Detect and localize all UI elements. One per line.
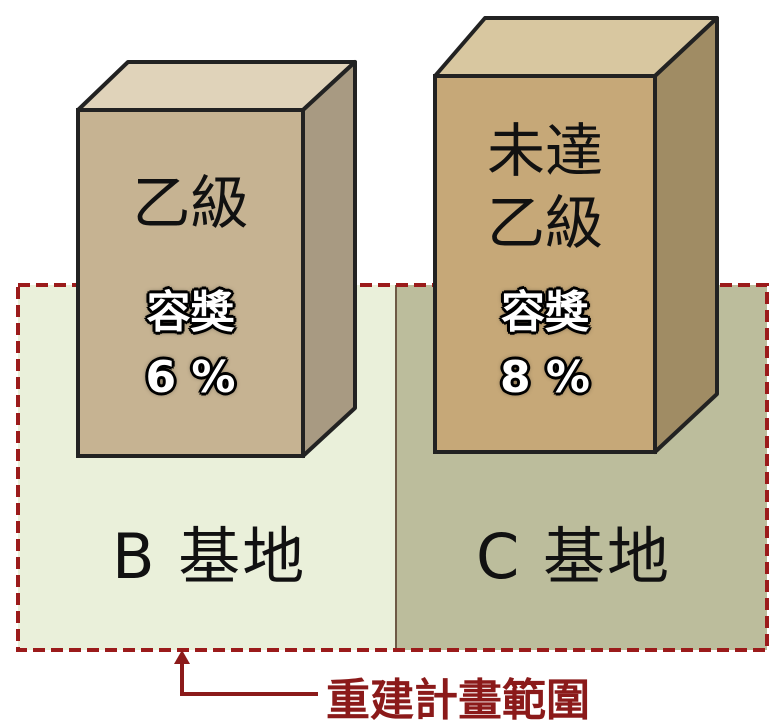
building-c-side <box>653 16 719 454</box>
redevelopment-scope-label: 重建計畫範圍 <box>326 675 590 725</box>
building-b-front <box>76 108 305 458</box>
building-c-bonus-label: 容獎 <box>501 287 589 338</box>
redevelopment-scope-border <box>16 283 769 652</box>
building-b-grade: 乙級 <box>132 169 249 237</box>
building-c-front <box>433 74 657 454</box>
building-b-bonus-label: 容獎 <box>146 287 235 338</box>
site-c-label: C 基地 <box>476 520 671 593</box>
scope-leader-line <box>180 660 318 696</box>
building-c-grade-line2: 乙級 <box>486 189 603 257</box>
building-c-grade-line1: 未達 <box>486 117 603 185</box>
site-b-label: B 基地 <box>112 520 307 593</box>
building-c-bonus-value: 8 % <box>499 352 591 403</box>
building-b-side <box>301 60 357 458</box>
building-b-bonus-value: 6 % <box>145 352 236 403</box>
building-c <box>433 16 719 454</box>
building-b <box>76 60 357 458</box>
scope-leader-arrowhead <box>174 650 190 664</box>
